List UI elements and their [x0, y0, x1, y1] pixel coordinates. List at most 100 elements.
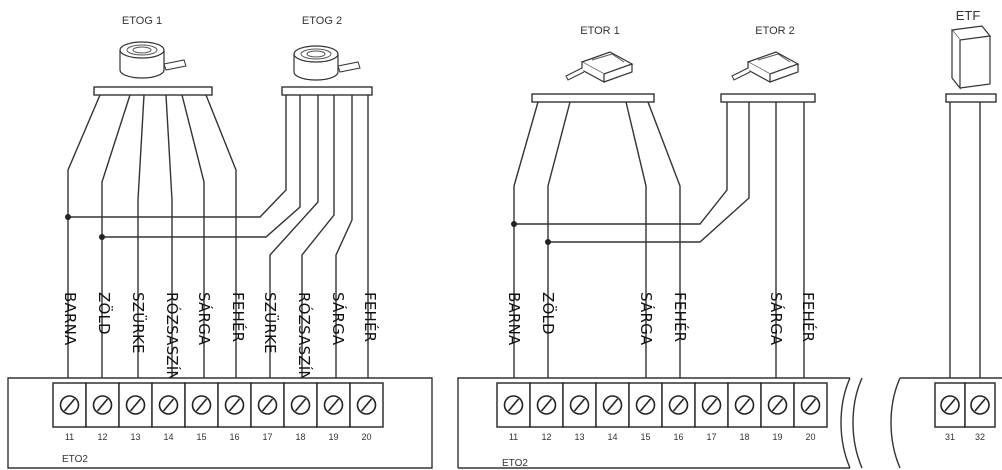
wire-color-label: ZÖLD — [539, 292, 558, 335]
terminal-number: 31 — [945, 432, 955, 442]
terminal: 12 — [85, 382, 120, 442]
screw-slot — [129, 398, 142, 412]
terminal-number: 15 — [640, 432, 650, 442]
screw-slot — [672, 398, 685, 412]
wire-color-label: SÁRGA — [637, 292, 656, 346]
wire-color-label: ZÖLD — [95, 292, 114, 335]
screw-slot — [327, 398, 340, 412]
etor1-label: ETOR 1 — [580, 25, 620, 37]
etf-label: ETF — [956, 8, 981, 23]
junction-dot — [545, 239, 551, 245]
etog1-cable-bar — [93, 86, 213, 96]
wire-color-label: BARNA — [505, 292, 523, 346]
etf-cable-bar — [945, 93, 997, 103]
terminal-number: 14 — [607, 432, 617, 442]
terminal-number: 19 — [772, 432, 782, 442]
screw-slot — [606, 398, 619, 412]
terminal: 17 — [694, 382, 729, 442]
terminal: 13 — [562, 382, 597, 442]
screw-slot — [96, 398, 109, 412]
junction-dot — [511, 221, 517, 227]
etog2-sensor — [293, 45, 361, 81]
screw-slot — [294, 398, 307, 412]
etor2-sensor — [731, 51, 800, 84]
screw-slot — [195, 398, 208, 412]
screw-slot — [738, 398, 751, 412]
wire-color-label: SÁRGA — [195, 292, 214, 346]
wire-color-label: SÁRGA — [767, 292, 786, 346]
screw-slot — [804, 398, 817, 412]
terminal: 14 — [595, 382, 630, 442]
terminal-number: 12 — [97, 432, 107, 442]
etf-sensor — [950, 25, 992, 90]
wire-color-label: SZÜRKE — [129, 292, 148, 354]
terminal: 15 — [184, 382, 219, 442]
screw-slot — [944, 398, 956, 412]
screw-slot — [974, 398, 986, 412]
screw-slot — [228, 398, 241, 412]
etor1-cable-bar — [531, 93, 655, 103]
terminal: 32 — [964, 382, 996, 442]
etog2-cable-bar — [281, 86, 373, 96]
etor1-sensor — [565, 51, 634, 84]
wire-color-label: FEHÉR — [671, 292, 690, 342]
board-break-mark — [852, 377, 863, 469]
wire-color-label: RÓZSASZÍN — [295, 292, 314, 382]
middle-wire-labels: BARNA ZÖLD SÁRGA FEHÉR SÁRGA FEHÉR — [505, 292, 818, 346]
terminal-number: 20 — [805, 432, 815, 442]
terminal-number: 17 — [706, 432, 716, 442]
terminal: 31 — [934, 382, 966, 442]
junction-dot — [99, 234, 105, 240]
terminal-number: 16 — [229, 432, 239, 442]
screw-slot — [540, 398, 553, 412]
screw-slot — [573, 398, 586, 412]
etog2-label: ETOG 2 — [302, 15, 342, 27]
terminal: 18 — [727, 382, 762, 442]
etog1-sensor — [119, 41, 187, 79]
terminal: 11 — [496, 382, 531, 442]
terminal-number: 20 — [361, 432, 371, 442]
etor2-label: ETOR 2 — [755, 25, 795, 37]
wire-color-label: RÓZSASZÍN — [163, 292, 182, 382]
wire-color-label: FEHÉR — [229, 292, 248, 342]
middle-terminal-block: 11 12 13 14 15 16 17 18 19 20 — [496, 382, 828, 442]
terminal-number: 19 — [328, 432, 338, 442]
screw-slot — [261, 398, 274, 412]
etor2-wires — [516, 102, 805, 378]
right-terminal-block: 31 32 — [934, 382, 996, 442]
left-wire-labels: BARNA ZÖLD SZÜRKE RÓZSASZÍN SÁRGA FEHÉR SZÜRKE… — [61, 292, 380, 382]
etog2-wires — [70, 95, 369, 378]
wire-color-label: FEHÉR — [361, 292, 380, 342]
wire-color-label: FEHÉR — [799, 292, 818, 342]
terminal: 20 — [793, 382, 828, 442]
terminal-number: 12 — [541, 432, 551, 442]
screw-slot — [507, 398, 520, 412]
wire-color-label: SZÜRKE — [261, 292, 280, 354]
terminal-number: 11 — [65, 432, 74, 442]
terminal: 11 — [52, 382, 87, 442]
terminal-number: 17 — [262, 432, 272, 442]
wire-color-label: BARNA — [61, 292, 79, 346]
board-middle-label: ETO2 — [502, 458, 528, 469]
screw-slot — [63, 398, 76, 412]
terminal: 19 — [760, 382, 795, 442]
terminal-number: 13 — [130, 432, 140, 442]
terminal-number: 13 — [574, 432, 584, 442]
junction-dot — [65, 214, 71, 220]
terminal: 16 — [217, 382, 252, 442]
terminal-number: 18 — [739, 432, 749, 442]
terminal-number: 14 — [163, 432, 173, 442]
screw-slot — [705, 398, 718, 412]
terminal: 20 — [349, 382, 384, 442]
terminal: 15 — [628, 382, 663, 442]
terminal-number: 32 — [975, 432, 985, 442]
terminal: 16 — [661, 382, 696, 442]
screw-slot — [360, 398, 373, 412]
eto-board-right — [890, 377, 1002, 469]
screw-slot — [639, 398, 652, 412]
screw-slot — [771, 398, 784, 412]
etog1-wires — [67, 94, 237, 378]
